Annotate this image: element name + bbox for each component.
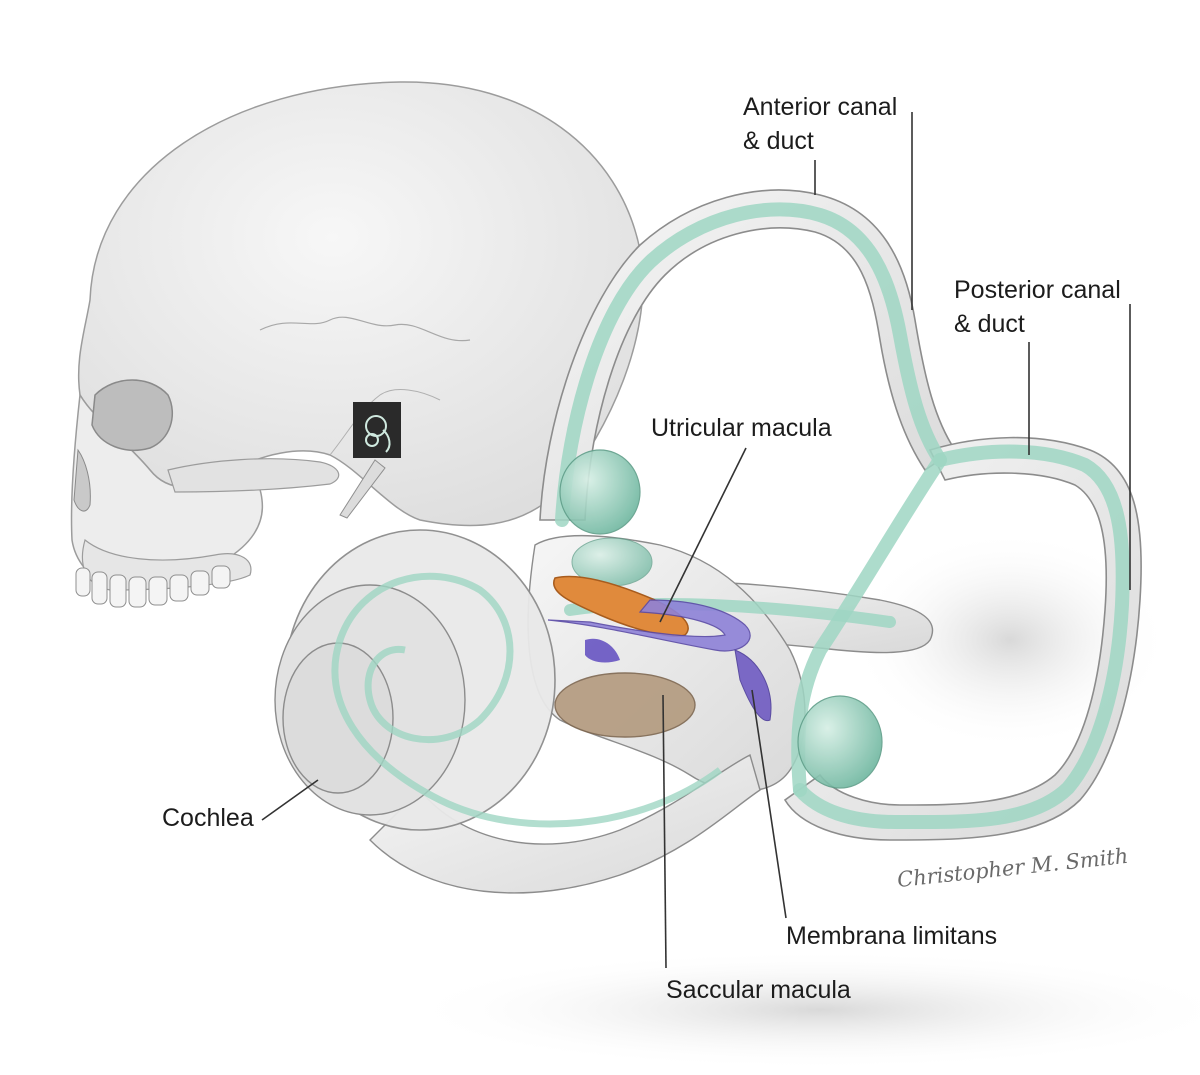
utricular-leader <box>659 447 747 623</box>
artist-signature: Christopher M. Smith <box>896 844 1129 892</box>
skull-ear-window <box>353 402 401 458</box>
label-posterior-canal: Posterior canal & duct <box>954 273 1121 341</box>
membrana-limitans-lower <box>734 649 772 722</box>
leader-lines <box>261 112 1131 969</box>
anterior-ampulla <box>559 449 641 535</box>
cochlea-leader <box>261 779 319 821</box>
label-anterior-canal: Anterior canal & duct <box>743 90 897 158</box>
canal-shadow <box>850 530 1170 750</box>
label-saccular-text: Saccular macula <box>666 976 851 1004</box>
label-membrana-text: Membrana limitans <box>786 922 998 950</box>
skull-teeth <box>75 565 231 608</box>
label-cochlea: Cochlea <box>162 801 254 835</box>
label-cochlea-text: Cochlea <box>162 804 254 832</box>
skull-suture <box>259 316 471 342</box>
cochlear-duct <box>331 572 723 828</box>
utricular-macula-shape <box>552 575 689 637</box>
posterior-duct <box>793 444 1130 830</box>
membrana-leader <box>751 689 787 919</box>
skull-styloid <box>339 459 386 519</box>
cochlea-duct-bone <box>369 753 761 894</box>
skull <box>70 81 644 608</box>
saccular-leader <box>662 694 667 969</box>
label-posterior-line1: Posterior canal <box>954 276 1121 304</box>
skull-nasal <box>73 448 91 512</box>
label-utricular-macula: Utricular macula <box>651 411 832 445</box>
purple-patch <box>585 638 620 663</box>
label-saccular-macula: Saccular macula <box>666 973 851 1007</box>
posterior-ampulla <box>797 695 883 789</box>
skull-orbit <box>91 379 173 451</box>
label-utricular-text: Utricular macula <box>651 414 832 442</box>
floor-shadow <box>400 950 1200 1070</box>
skull-ear-window-inset <box>365 415 391 453</box>
cochlea <box>274 529 761 894</box>
label-anterior-line1: Anterior canal <box>743 93 898 121</box>
vestibule-bone <box>527 534 806 792</box>
label-posterior-line2: & duct <box>954 310 1025 338</box>
saccular-macula-shape <box>554 672 696 738</box>
anterior-duct <box>555 202 947 527</box>
membrana-limitans-shape <box>547 599 751 652</box>
skull-suture-2 <box>329 389 441 456</box>
label-membrana-limitans: Membrana limitans <box>786 919 997 953</box>
label-anterior-line2: & duct <box>743 127 814 155</box>
skull-zygomatic <box>167 458 340 493</box>
